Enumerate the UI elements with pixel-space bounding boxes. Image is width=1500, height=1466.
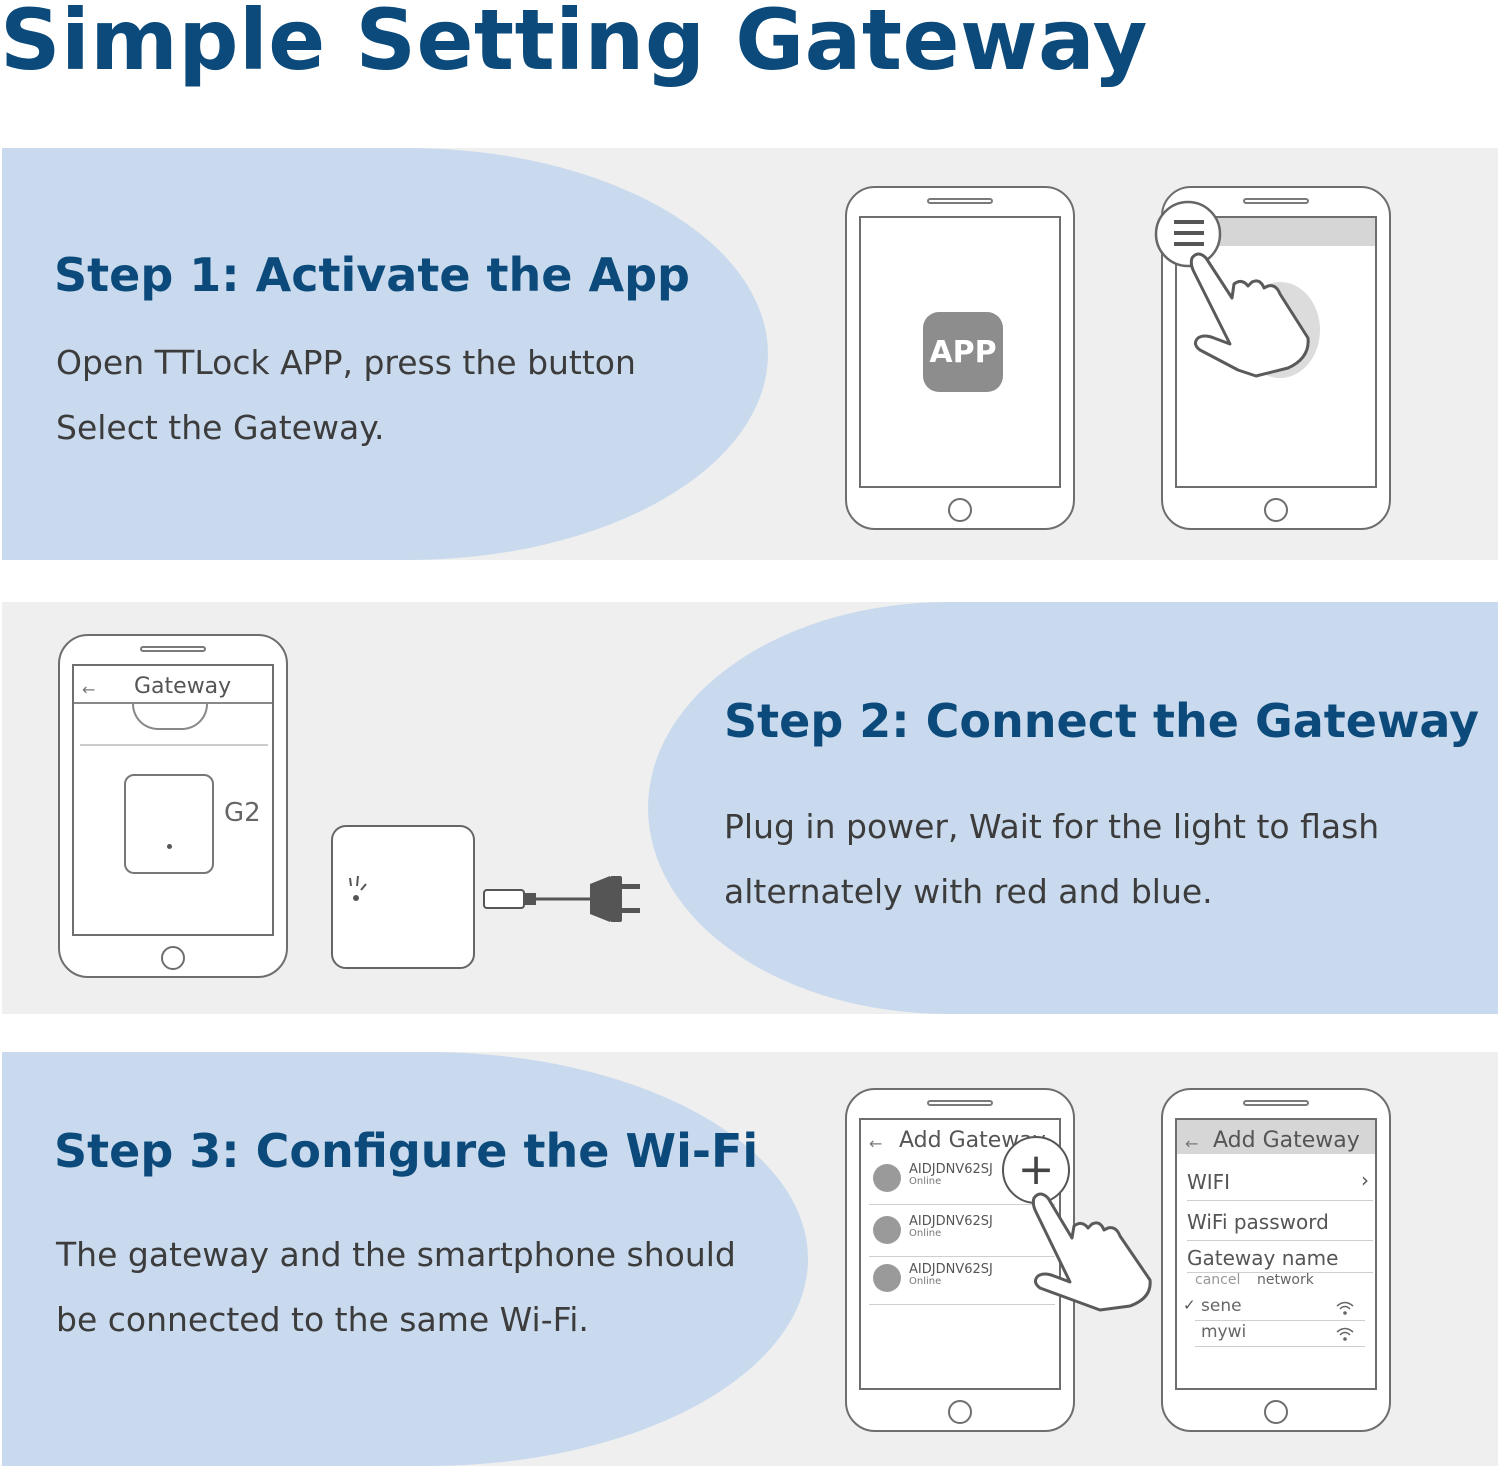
device-name: AIDJDNV62SJ [909,1162,993,1177]
page-title: Simple Setting Gateway [0,0,1148,89]
phone-screen: ← Add Gateway WIFI › WiFi password Gatew… [1175,1118,1377,1390]
step-1-panel: Step 1: Activate the App Open TTLock APP… [2,148,1498,560]
phone-add-gateway-form: ← Add Gateway WIFI › WiFi password Gatew… [1161,1088,1391,1432]
phone-speaker [1243,1100,1309,1106]
phone-app-launch: APP [845,186,1075,530]
device-status: Online [909,1176,942,1187]
gateway-screen-title: Gateway [134,674,232,699]
gateway-g1-preview[interactable] [132,704,208,730]
gateway-list-item[interactable]: AIDJDNV62SJ Online [869,1210,1055,1257]
phone-screen: ← Gateway G2 [72,664,274,936]
gateway-device-icon [873,1216,901,1244]
phone-speaker [1243,198,1309,204]
status-bar [861,218,1059,230]
app-header-bar [1177,1120,1375,1154]
step-3-highlight [2,1052,808,1466]
step-3-description: The gateway and the smartphone should be… [56,1222,736,1352]
gateway-model-label: G2 [224,798,261,828]
phone-speaker [927,198,993,204]
gateway-device-icon [873,1164,901,1192]
step-2-title: Step 2: Connect the Gateway [724,694,1480,748]
network-option[interactable]: mywi [1195,1322,1365,1347]
divider [80,744,268,746]
gateway-device [331,825,475,969]
gateway-g2-device[interactable] [124,774,214,874]
wifi-icon [1336,1327,1354,1341]
cancel-button[interactable]: cancel [1195,1272,1241,1288]
step-3-line-1: The gateway and the smartphone should [56,1235,736,1274]
home-button [948,498,972,522]
wifi-label: WIFI [1187,1170,1231,1194]
step-1-description: Open TTLock APP, press the button Select… [56,330,636,460]
home-button [948,1400,972,1424]
step-1-highlight [2,148,768,560]
network-name: sene [1201,1296,1242,1316]
gateway-list-item[interactable]: AIDJDNV62SJ Online [869,1258,1055,1305]
checkmark-icon: ✓ [1183,1296,1196,1314]
back-arrow-icon[interactable]: ← [869,1134,883,1153]
network-label: network [1257,1272,1314,1288]
step-2-highlight [648,602,1498,1014]
step-1-line-1: Open TTLock APP, press the button [56,343,636,382]
step-3-panel: Step 3: Configure the Wi-Fi The gateway … [2,1052,1498,1466]
network-name: mywi [1201,1322,1247,1342]
step-3-line-2: be connected to the same Wi-Fi. [56,1300,589,1339]
phone-speaker [927,1100,993,1106]
divider [74,702,272,704]
step-2-line-2: alternately with red and blue. [724,872,1213,911]
usb-cable-icon [483,889,590,909]
gateway-device-icon [873,1264,901,1292]
device-status: Online [909,1228,942,1239]
network-option[interactable]: ✓ sene [1183,1296,1365,1321]
home-button [161,946,185,970]
phone-screen: APP [859,216,1061,488]
back-arrow-icon[interactable]: ← [1185,1134,1199,1153]
wifi-select-row[interactable]: WIFI › [1187,1168,1373,1201]
phone-gateway-select: ← Gateway G2 [58,634,288,978]
home-button [1264,498,1288,522]
home-button [1264,1400,1288,1424]
step-2-description: Plug in power, Wait for the light to fla… [724,794,1379,924]
step-2-line-1: Plug in power, Wait for the light to fla… [724,807,1380,846]
pointing-hand-icon [1189,252,1310,378]
device-name: AIDJDNV62SJ [909,1214,993,1229]
gateway-power-illustration [331,825,640,969]
ttlock-app-icon[interactable]: APP [923,312,1003,392]
gateway-name-field[interactable]: Gateway name [1187,1246,1373,1273]
gateway-list-item[interactable]: AIDJDNV62SJ Online [869,1158,1055,1205]
wifi-password-field[interactable]: WiFi password [1187,1210,1373,1241]
plus-icon[interactable]: + [1002,1136,1070,1204]
power-plug-icon [590,876,640,922]
device-status: Online [909,1276,942,1287]
step-1-title: Step 1: Activate the App [54,248,690,302]
gateway-led [167,844,172,849]
gateway-light-icon [349,875,367,901]
add-gateway-form-title: Add Gateway [1213,1128,1360,1153]
phone-speaker [140,646,206,652]
wifi-icon [1336,1301,1354,1315]
chevron-right-icon: › [1361,1168,1369,1192]
menu-icon[interactable] [1174,220,1204,246]
device-name: AIDJDNV62SJ [909,1262,993,1277]
pointing-hand-icon [1031,1192,1152,1312]
menu-press-overlay [1154,200,1320,378]
back-arrow-icon[interactable]: ← [82,680,96,699]
step-1-line-2: Select the Gateway. [56,408,385,447]
step-3-title: Step 3: Configure the Wi-Fi [54,1124,759,1178]
step-2-panel: Step 2: Connect the Gateway Plug in powe… [2,602,1498,1014]
